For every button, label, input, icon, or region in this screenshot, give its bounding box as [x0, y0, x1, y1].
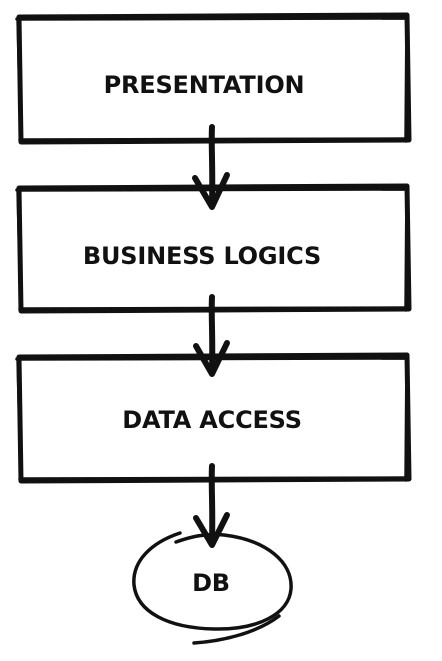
layer-business-logics-label: BUSINESS LOGICS — [83, 242, 321, 270]
layer-business-logics-box: BUSINESS LOGICS — [15, 183, 412, 314]
database-node: DB — [132, 531, 293, 645]
layer-presentation-box: PRESENTATION — [15, 12, 412, 145]
layer-data-access-label: DATA ACCESS — [122, 406, 302, 434]
database-label: DB — [192, 569, 230, 597]
layer-presentation-label: PRESENTATION — [104, 71, 305, 99]
layer-data-access-box: DATA ACCESS — [15, 352, 412, 484]
